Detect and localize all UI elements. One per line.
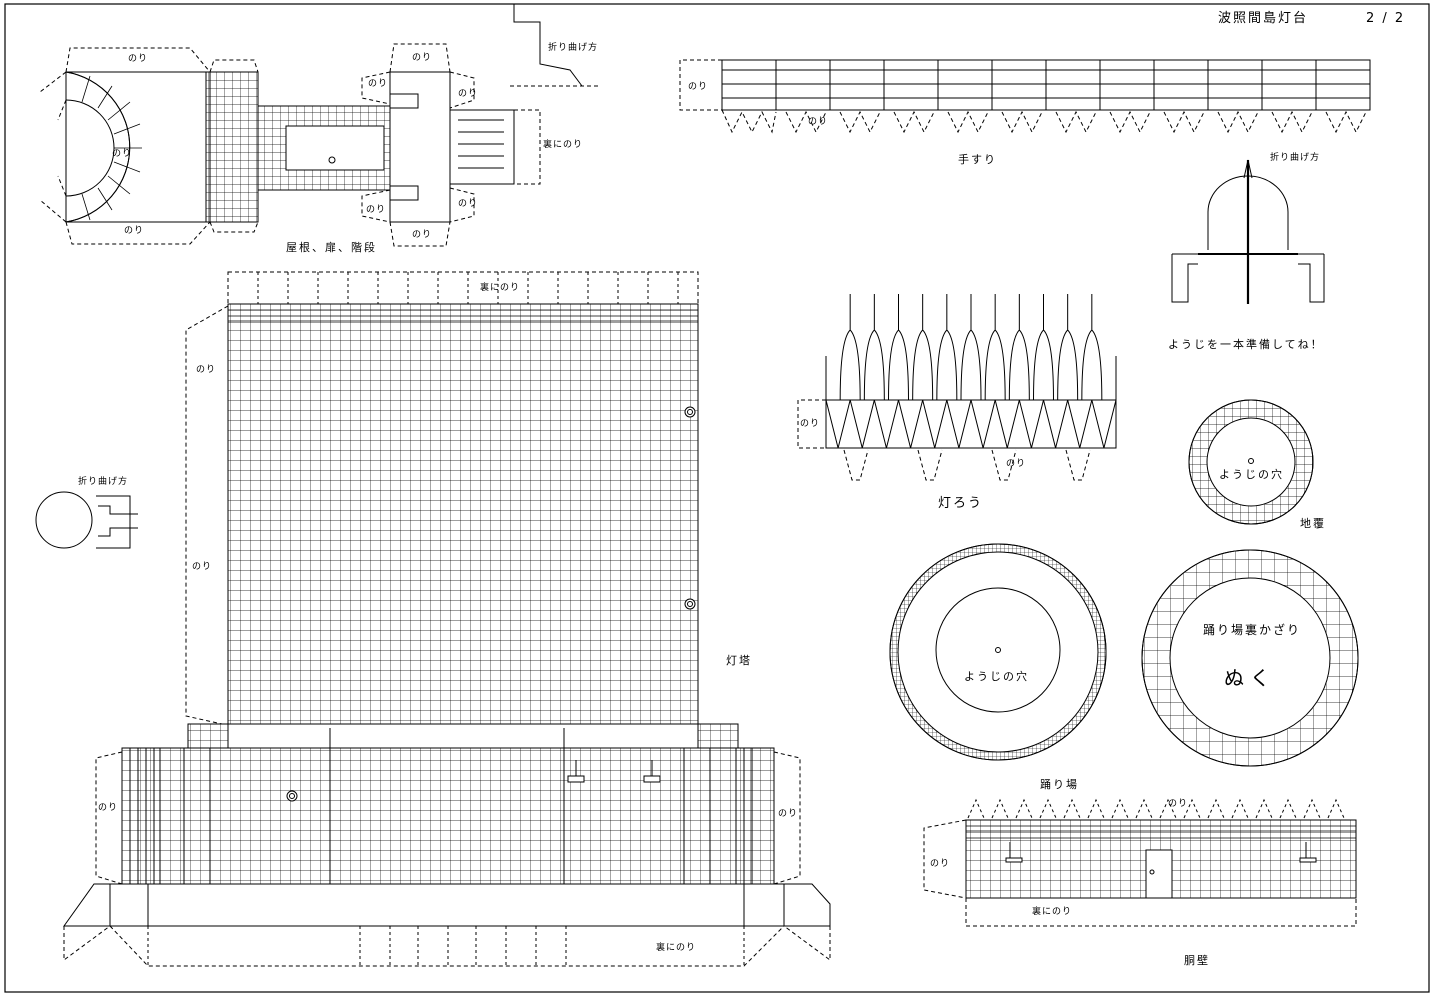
lantern-spike xyxy=(1008,294,1030,401)
lantern-caption: 灯ろう xyxy=(938,496,984,511)
handrail-caption: 手すり xyxy=(958,153,997,166)
fold-label-dome: 折り曲げ方 xyxy=(1270,153,1321,163)
lantern-spike xyxy=(936,294,958,401)
glue-label: のり xyxy=(112,149,133,159)
lantern-glue-tab xyxy=(1065,449,1091,481)
lantern-spike xyxy=(912,294,934,401)
glue-label: のり xyxy=(930,859,951,869)
fold-guide-line xyxy=(513,4,583,87)
base-plate-caption: 地覆 xyxy=(1300,517,1326,530)
lantern-spike xyxy=(1033,294,1054,401)
lantern-spike xyxy=(888,294,909,401)
glue-label: のり xyxy=(128,54,149,64)
landing-back-decoration xyxy=(1141,549,1359,767)
landing-caption: 踊り場 xyxy=(1040,778,1079,791)
glue-label: のり xyxy=(808,117,829,127)
page-number: 2 / 2 xyxy=(1366,11,1406,26)
glue-label: のり xyxy=(1006,459,1027,469)
glue-label: のり xyxy=(458,199,479,209)
tower-caption: 灯塔 xyxy=(726,654,752,667)
glue-label: のり xyxy=(412,53,433,63)
landing-back-deco-label: 踊り場裏かざり xyxy=(1203,623,1302,637)
glue-back-label: 裏にのり xyxy=(1032,907,1073,917)
sheet-title: 波照間島灯台 xyxy=(1218,11,1309,26)
lantern-glue-tab xyxy=(917,449,943,481)
roof-door-stairs-caption: 屋根、扉、階段 xyxy=(286,241,377,254)
lantern-zigzag xyxy=(825,399,1117,449)
toothpick-hole-label: ようじの穴 xyxy=(1219,468,1284,481)
fold-label-top: 折り曲げ方 xyxy=(548,43,599,53)
toothpick-hole-label: ようじの穴 xyxy=(964,670,1029,683)
cut-out-label: ぬく xyxy=(1224,666,1276,690)
lantern-spike xyxy=(839,294,861,401)
glue-back-label: 裏にのり xyxy=(543,140,584,150)
lantern-spike xyxy=(1057,294,1079,401)
toothpick-dome-diagram xyxy=(1171,159,1325,304)
glue-label: のり xyxy=(458,89,479,99)
glue-label: のり xyxy=(124,226,145,236)
fold-label-left: 折り曲げ方 xyxy=(78,477,129,487)
lantern-spike xyxy=(863,294,885,401)
glue-label: のり xyxy=(800,419,821,429)
glue-label: のり xyxy=(196,365,217,375)
landing-ring xyxy=(889,543,1107,761)
fold-diagram-small xyxy=(35,491,138,549)
body-wall-caption: 胴壁 xyxy=(1184,954,1210,967)
glue-label: のり xyxy=(412,230,433,240)
glue-label: のり xyxy=(192,562,213,572)
lantern-spike xyxy=(984,294,1006,401)
body-wall-part xyxy=(923,798,1357,927)
glue-label: のり xyxy=(688,82,709,92)
glue-back-label: 裏にのり xyxy=(480,283,521,293)
lantern-glue-tab xyxy=(843,449,869,481)
glue-label: のり xyxy=(366,205,387,215)
sheet-border xyxy=(4,3,1430,993)
glue-label: のり xyxy=(778,809,799,819)
glue-label: のり xyxy=(98,803,119,813)
base-plate-ring xyxy=(1188,399,1314,525)
glue-back-label: 裏にのり xyxy=(656,943,697,953)
tower-part xyxy=(63,271,831,967)
toothpick-note: ようじを一本準備してね！ xyxy=(1168,338,1324,351)
lantern-spike xyxy=(1081,294,1103,401)
roof-door-stairs-part xyxy=(39,43,541,247)
handrail-part xyxy=(679,59,1371,134)
glue-label: のり xyxy=(1168,799,1189,809)
lantern-spike xyxy=(960,294,982,401)
lantern-glue-tab xyxy=(991,449,1017,481)
glue-label: のり xyxy=(368,79,389,89)
lantern-part xyxy=(797,294,1117,481)
